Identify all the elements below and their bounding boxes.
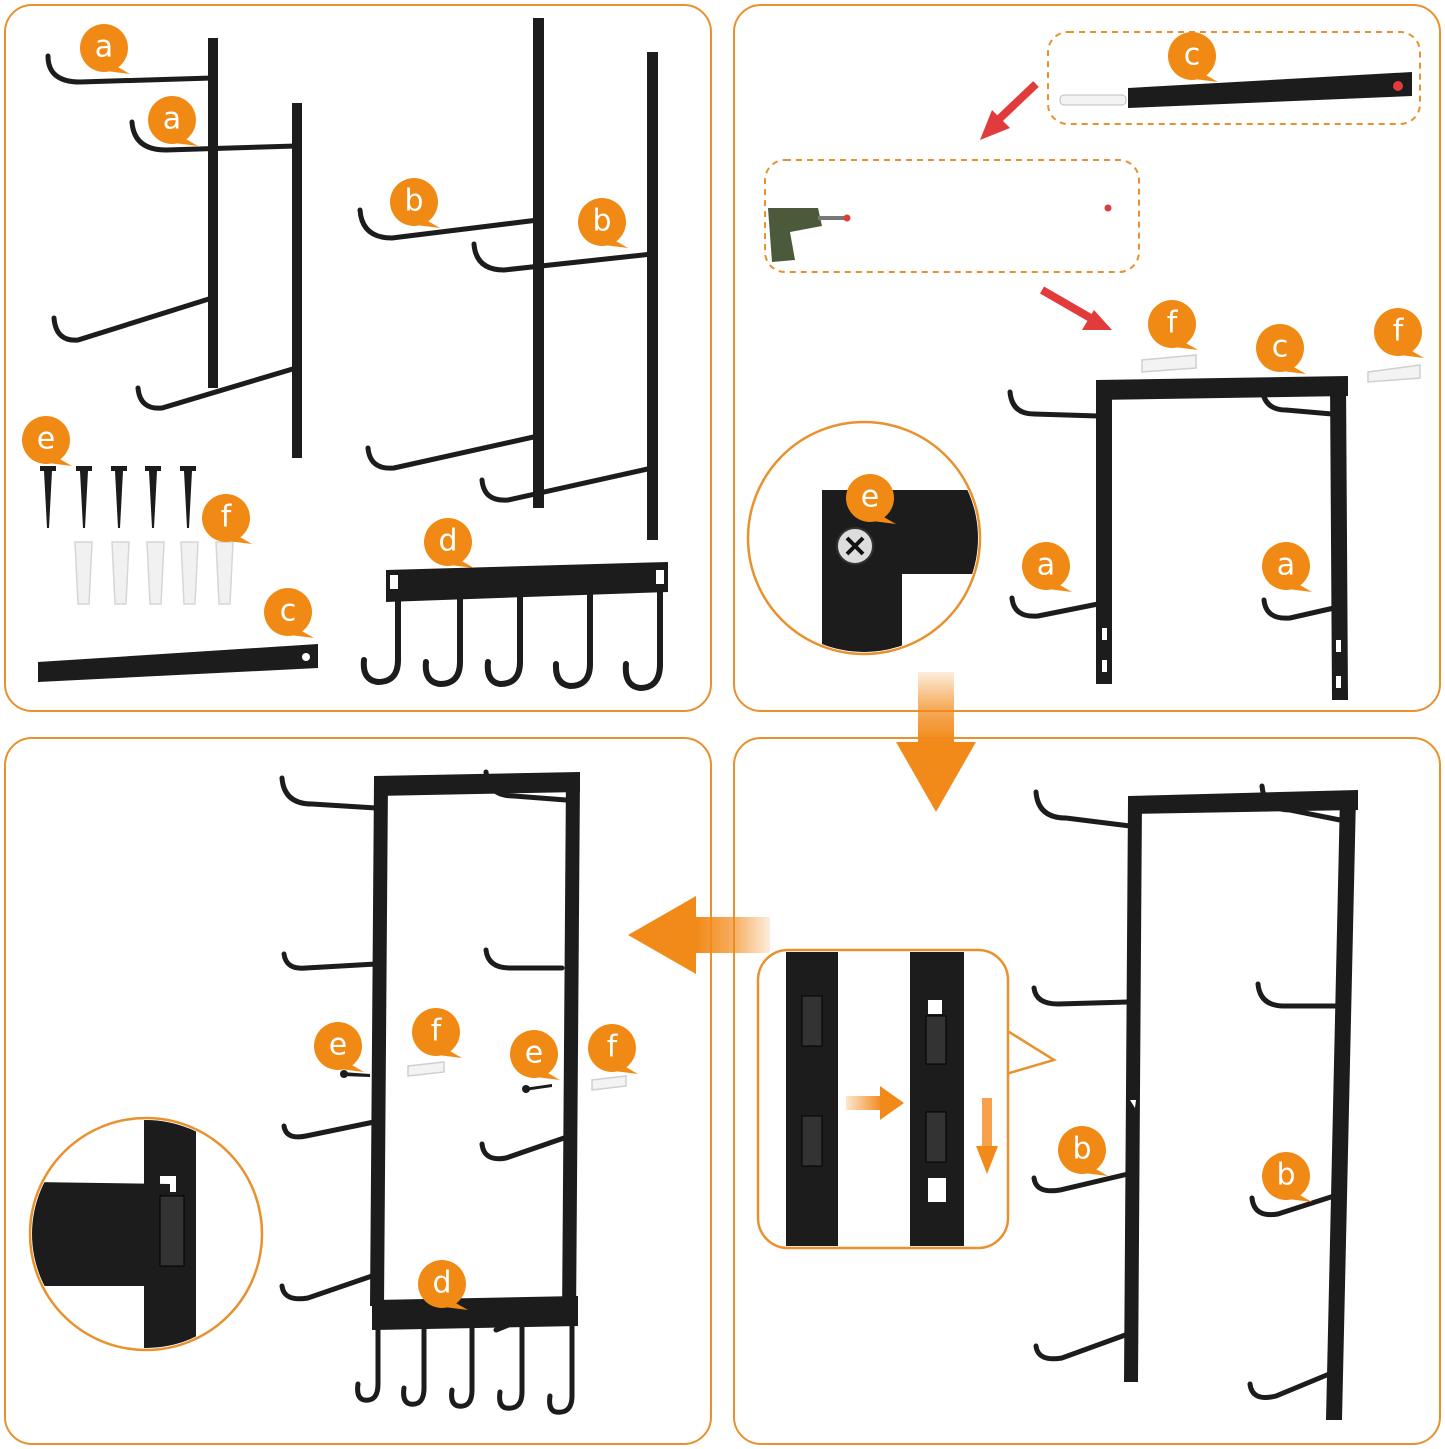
label-e-1: e <box>22 416 72 466</box>
wall-anchor-icon <box>74 541 234 605</box>
label-b-2: b <box>578 198 628 248</box>
label-f-1-text: f <box>221 500 233 535</box>
label-a-3-text: a <box>1037 548 1055 583</box>
label-c-1: c <box>264 588 314 638</box>
label-a-2: a <box>148 96 198 146</box>
zoom-circle-hook-bar <box>28 1116 264 1352</box>
dashed-callout-bar <box>1047 31 1421 125</box>
part-a-right <box>129 103 302 458</box>
part-c-bar <box>38 644 318 682</box>
label-d-2: d <box>418 1260 468 1310</box>
rack-frame-step2 <box>1007 376 1348 700</box>
rack-frame-final <box>279 769 580 1415</box>
part-c-with-anchor <box>1059 72 1412 108</box>
label-a-2-text: a <box>163 102 181 137</box>
label-e-3-text: e <box>329 1028 347 1063</box>
label-f-4: f <box>412 1008 462 1058</box>
label-a-4-text: a <box>1277 548 1295 583</box>
label-f-2-text: f <box>1167 306 1179 341</box>
label-e-1-text: e <box>37 422 55 457</box>
wall-anchor-icon <box>1141 354 1421 383</box>
label-d-1: d <box>424 518 474 568</box>
label-f-1: f <box>202 494 252 544</box>
label-e-2-text: e <box>861 480 879 515</box>
label-a-4: a <box>1262 542 1312 592</box>
label-b-1: b <box>390 178 440 228</box>
part-d-hook-bar <box>360 562 668 692</box>
arrow-down-icon <box>896 672 976 812</box>
label-b-3: b <box>1058 1126 1108 1176</box>
zoom-circle-screw <box>746 420 982 656</box>
label-c-2: c <box>1168 32 1218 82</box>
dashed-callout-drill <box>764 159 1140 273</box>
label-f-4-text: f <box>431 1014 443 1049</box>
label-f-5: f <box>588 1024 638 1074</box>
screw-icon <box>40 466 196 528</box>
label-d-1-text: d <box>438 524 457 559</box>
arrow-red-to-mount <box>1040 286 1112 330</box>
label-b-4: b <box>1262 1152 1312 1202</box>
label-b-1-text: b <box>404 184 423 219</box>
part-b-left <box>357 18 544 508</box>
label-c-2-text: c <box>1184 38 1201 73</box>
screw-icon <box>340 1070 552 1093</box>
label-f-3: f <box>1374 308 1424 358</box>
rack-frame-step3 <box>1031 783 1358 1420</box>
label-f-5-text: f <box>607 1030 619 1065</box>
label-a-1-text: a <box>95 30 113 65</box>
label-f-2: f <box>1148 300 1198 350</box>
label-d-2-text: d <box>432 1266 451 1301</box>
zoom-callout-slot <box>756 948 1058 1250</box>
label-b-4-text: b <box>1276 1158 1295 1193</box>
arrow-left-icon <box>628 896 770 974</box>
label-c-3: c <box>1256 324 1306 374</box>
label-b-2-text: b <box>592 204 611 239</box>
arrow-down-small-icon <box>976 1098 998 1174</box>
label-e-4-text: e <box>525 1036 543 1071</box>
wall-anchor-icon <box>407 1061 627 1091</box>
label-e-3: e <box>314 1022 364 1072</box>
label-a-3: a <box>1022 542 1072 592</box>
label-e-2: e <box>846 474 896 524</box>
arrow-red-to-drill <box>980 81 1039 140</box>
label-a-1: a <box>80 24 130 74</box>
drill-icon <box>768 204 1112 262</box>
label-e-4: e <box>510 1030 560 1080</box>
label-bubbles: a a b b e f c d c f c f e a a b b e f e … <box>22 24 1424 1310</box>
label-c-3-text: c <box>1272 330 1289 365</box>
label-c-1-text: c <box>280 594 297 629</box>
arrow-right-icon <box>846 1086 904 1120</box>
label-b-3-text: b <box>1072 1132 1091 1167</box>
part-b-right <box>471 52 658 540</box>
part-a-left <box>45 38 218 388</box>
label-f-3-text: f <box>1393 314 1405 349</box>
